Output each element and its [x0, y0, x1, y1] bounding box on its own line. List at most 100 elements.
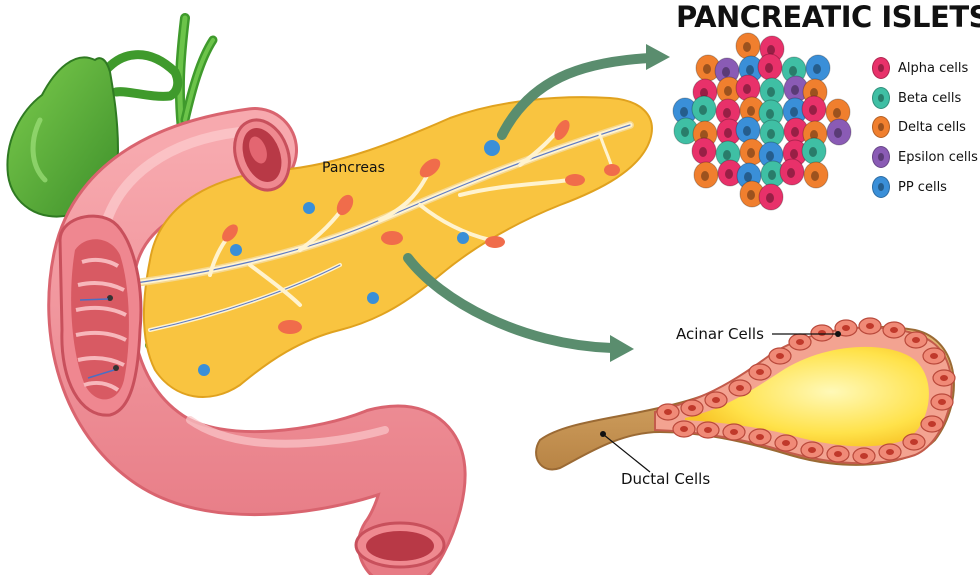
legend-swatch: [872, 116, 890, 138]
islet-cell-nucleus: [767, 87, 775, 97]
islet-cell-nucleus: [787, 168, 795, 178]
acinar-cell-nucleus: [680, 426, 688, 432]
islet-cell-nucleus: [700, 130, 708, 140]
islet-cell-nucleus: [789, 66, 797, 76]
duodenum: [47, 107, 467, 575]
islet-cell-nucleus: [743, 42, 751, 52]
islet-cell-nucleus: [767, 45, 775, 55]
islet-cell-nucleus: [813, 64, 821, 74]
acinar-cell-nucleus: [730, 429, 738, 435]
islet-cell-nucleus: [699, 147, 707, 157]
islet-cell-nucleus: [701, 171, 709, 181]
acinar-cell-nucleus: [688, 405, 696, 411]
ductal-cells-label: Ductal Cells: [621, 470, 711, 488]
legend-item: Epsilon cells: [872, 144, 978, 170]
islet-cell-nucleus: [791, 127, 799, 137]
islet-cell-nucleus: [810, 130, 818, 140]
islet-cell-nucleus: [765, 63, 773, 73]
islet-cell-nucleus: [790, 107, 798, 117]
legend-item: Beta cells: [872, 85, 961, 111]
arrow-to-acinar: [403, 253, 634, 362]
legend-label: Alpha cells: [898, 60, 969, 76]
islet-cell: [803, 161, 829, 189]
legend-label: PP cells: [898, 179, 947, 195]
acinar-cell-nucleus: [796, 339, 804, 345]
legend-label: Delta cells: [898, 119, 966, 135]
legend-swatch: [872, 57, 890, 79]
acinar-cells-label: Acinar Cells: [676, 325, 764, 343]
islet-cell-nucleus: [768, 170, 776, 180]
islet-cell-nucleus: [725, 169, 733, 179]
acinar-cell-nucleus: [704, 427, 712, 433]
islet-cell-nucleus: [766, 151, 774, 161]
acinus: [535, 317, 956, 471]
acinar-cell-nucleus: [842, 325, 850, 331]
ductal-leader-line: [603, 434, 651, 473]
islet-cell-nucleus: [681, 127, 689, 137]
acinar-cell-nucleus: [890, 327, 898, 333]
acinar-cell-nucleus: [860, 453, 868, 459]
arrow-to-islets: [497, 44, 670, 140]
islet-cell-nucleus: [724, 128, 732, 138]
acinar-cell-nucleus: [938, 399, 946, 405]
islet-cell-nucleus: [809, 147, 817, 157]
islet-cell: [826, 118, 852, 146]
islet-cell-nucleus: [833, 108, 841, 118]
islet-cell-nucleus: [723, 150, 731, 160]
acinar-cell-nucleus: [928, 421, 936, 427]
islet-cell-nucleus: [766, 109, 774, 119]
pancreas-label: Pancreas: [322, 160, 385, 176]
islet-cell-nucleus: [810, 88, 818, 98]
islet-cell-nucleus: [699, 105, 707, 115]
acinar-cell-nucleus: [756, 369, 764, 375]
acinar-cell-nucleus: [866, 323, 874, 329]
islet-cell-nucleus: [747, 190, 755, 200]
acinar-cell-nucleus: [910, 439, 918, 445]
islet-cell-nucleus: [703, 64, 711, 74]
acinar-cell-nucleus: [808, 447, 816, 453]
acinar-cell-nucleus: [886, 449, 894, 455]
acinar-cell-nucleus: [930, 353, 938, 359]
acinar-cell-nucleus: [782, 440, 790, 446]
islet-cell-nucleus: [743, 84, 751, 94]
legend-item: PP cells: [872, 174, 947, 200]
acinar-cell-nucleus: [912, 337, 920, 343]
islet-cell: [693, 161, 719, 189]
legend-swatch: [872, 146, 890, 168]
legend-swatch: [872, 87, 890, 109]
acinar-cell-nucleus: [940, 375, 948, 381]
islet-cell-nucleus: [743, 126, 751, 136]
islet-cell-nucleus: [790, 149, 798, 159]
acinar-bulbs: [222, 120, 620, 334]
islet-cell-nucleus: [791, 85, 799, 95]
islet-cell-nucleus: [766, 193, 774, 203]
acinar-cell-nucleus: [834, 451, 842, 457]
ductal-leader-dot: [600, 431, 606, 437]
islet-cell-nucleus: [723, 108, 731, 118]
islet-dots: [198, 140, 500, 376]
islet-cell-nucleus: [809, 105, 817, 115]
duodenum-openings: [58, 118, 446, 569]
islet-cell-nucleus: [747, 148, 755, 158]
acinar-cell-nucleus: [664, 409, 672, 415]
acinar-cell-nucleus: [776, 353, 784, 359]
legend-label: Epsilon cells: [898, 149, 978, 165]
islet-cell-nucleus: [744, 172, 752, 182]
acinar-cell-nucleus: [756, 434, 764, 440]
legend-swatch: [872, 176, 890, 198]
acinar-cell-nucleus: [712, 397, 720, 403]
islet-cell-nucleus: [680, 107, 688, 117]
islet-cell-nucleus: [811, 171, 819, 181]
islet-cell: [758, 183, 784, 211]
islet-cell-nucleus: [834, 128, 842, 138]
diagram-title: PANCREATIC ISLETS: [676, 0, 980, 34]
islet-cell-nucleus: [722, 67, 730, 77]
acinar-cell-nucleus: [736, 385, 744, 391]
legend-label: Beta cells: [898, 90, 962, 106]
islet-cell-nucleus: [700, 88, 708, 98]
islet-cell-nucleus: [724, 86, 732, 96]
islet-cell: [779, 158, 805, 186]
islet-cell-nucleus: [767, 129, 775, 139]
acinar-leader-dot: [835, 331, 841, 337]
